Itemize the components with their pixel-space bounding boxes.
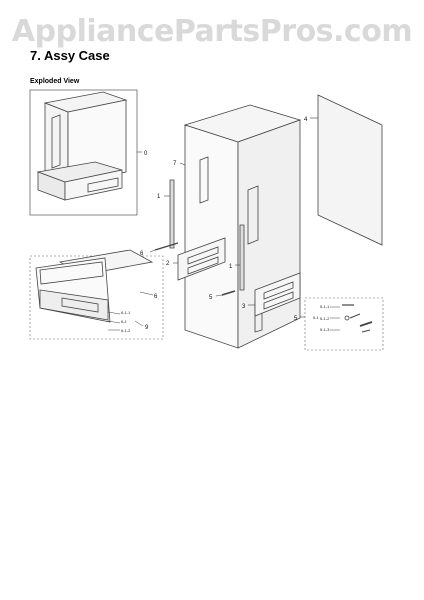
rod-left: [164, 179, 175, 249]
callout-1-left: 1: [157, 194, 161, 200]
screw-left: [149, 242, 179, 253]
callout-5-1-3: 5-1-3: [320, 327, 330, 332]
callout-0: 0: [144, 151, 148, 157]
callout-3: 3: [242, 304, 246, 310]
callout-5-hardware: 5: [294, 316, 298, 322]
callout-5-1-2: 5-1-2: [320, 316, 330, 321]
callout-2: 2: [166, 261, 170, 267]
side-bracket-left: [173, 237, 226, 281]
back-panel: [310, 94, 383, 246]
page-title: 7. Assy Case: [30, 48, 110, 63]
callout-9: 9: [145, 325, 149, 331]
callout-6-1: 6-1: [121, 319, 128, 324]
rod-right: [235, 224, 245, 291]
callout-5-clip: 5: [209, 295, 213, 301]
callout-5-1-1: 5-1-1: [320, 304, 330, 309]
callout-1-right: 1: [229, 264, 233, 270]
clip-part: [215, 290, 236, 297]
watermark-text: AppliancePartsPros.com: [11, 14, 413, 49]
kickplate-dashed-box: [29, 249, 164, 340]
callout-7: 7: [173, 161, 177, 167]
assembled-view-inset: [29, 89, 142, 216]
hardware-dashed-box: [300, 297, 384, 351]
callout-5-1: 5-1: [313, 315, 320, 320]
callout-6-1-1: 6-1-1: [121, 310, 131, 315]
side-bracket-right: [248, 272, 301, 317]
callout-6-kickplate: 6: [154, 294, 158, 300]
callout-6-1-2: 6-1-2: [121, 328, 131, 333]
callout-4: 4: [304, 117, 308, 123]
callout-6-screw: 6: [140, 251, 144, 257]
section-subtitle: Exploded View: [30, 78, 80, 85]
